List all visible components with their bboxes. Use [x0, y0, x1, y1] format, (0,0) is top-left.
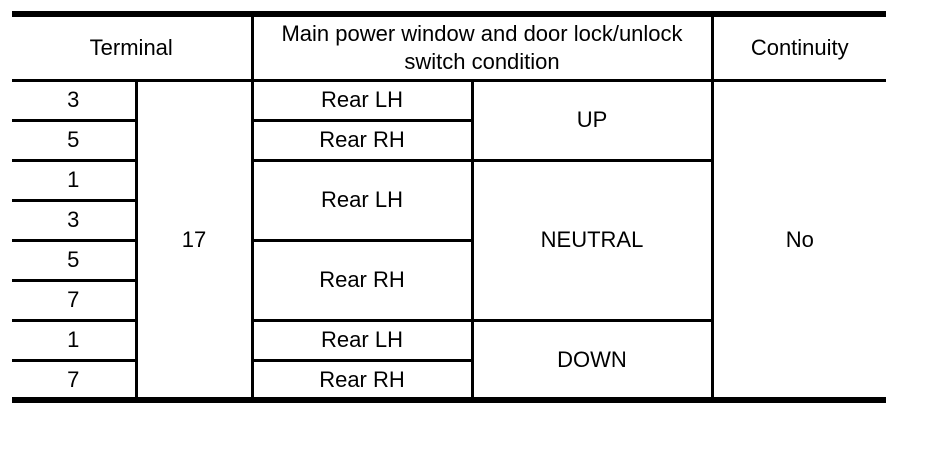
table-row: 3 [12, 198, 886, 242]
table-row: 7 [12, 278, 886, 322]
table-row: 5 Rear RH [12, 238, 886, 322]
shared-terminal-cell: 17 [134, 78, 254, 402]
switch-side-cell: Rear RH [250, 238, 474, 322]
switch-position-cell: NEUTRAL [470, 158, 714, 322]
terminal-cell: 1 [12, 158, 138, 202]
continuity-value-cell: No [710, 78, 886, 402]
table-row: 7 Rear RH [12, 358, 886, 402]
switch-condition-header-text: Main power window and door lock/unlock s… [281, 21, 683, 74]
terminal-cell: 5 [12, 118, 138, 162]
continuity-column-header: Continuity [710, 12, 886, 82]
switch-side-cell: Rear LH [250, 78, 474, 122]
header-row: Terminal Main power window and door lock… [12, 12, 886, 82]
table-row: 1 Rear LH DOWN [12, 318, 886, 402]
table-row: 5 Rear RH [12, 118, 886, 162]
terminal-cell: 1 [12, 318, 138, 362]
switch-condition-column-header: Main power window and door lock/unlock s… [250, 12, 714, 82]
switch-side-cell: Rear LH [250, 158, 474, 242]
switch-position-cell: DOWN [470, 318, 714, 402]
table-row: 1 Rear LH NEUTRAL [12, 158, 886, 322]
switch-side-cell: Rear LH [250, 318, 474, 362]
terminal-column-header: Terminal [12, 12, 254, 82]
terminal-cell: 7 [12, 358, 138, 402]
terminal-cell: 3 [12, 198, 138, 242]
terminal-cell: 3 [12, 78, 138, 122]
switch-side-cell: Rear RH [250, 358, 474, 402]
table-row: 3 17 Rear LH UP No [12, 78, 886, 402]
terminal-cell: 7 [12, 278, 138, 322]
continuity-table: Terminal Main power window and door lock… [12, 11, 886, 403]
switch-position-cell: UP [470, 78, 714, 162]
switch-side-cell: Rear RH [250, 118, 474, 162]
terminal-cell: 5 [12, 238, 138, 282]
